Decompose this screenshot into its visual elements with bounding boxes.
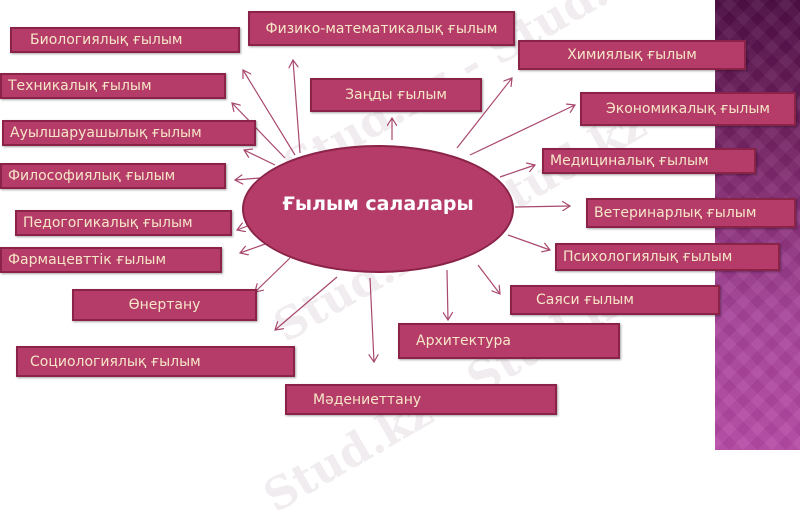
node-psychology: Психологиялық ғылым	[555, 243, 780, 271]
center-node-label: Ғылым салалары	[282, 193, 474, 215]
node-art-studies: Өнертану	[72, 289, 257, 321]
node-architecture: Архитектура	[398, 323, 620, 359]
node-veterinary: Ветеринарлық ғылым	[586, 198, 796, 228]
node-law: Заңды ғылым	[310, 78, 482, 112]
center-node-science-fields: Ғылым салалары	[242, 145, 514, 273]
node-pedagogy: Педогогикалық ғылым	[15, 210, 232, 236]
node-political: Саяси ғылым	[510, 285, 720, 315]
node-agriculture: Ауылшаруашылық ғылым	[2, 120, 256, 146]
node-physics-mathematics: Физико-математикалық ғылым	[248, 11, 515, 46]
node-biology: Биологиялық ғылым	[10, 27, 240, 53]
node-sociology: Социологиялық ғылым	[16, 346, 295, 377]
node-medicine: Медициналық ғылым	[542, 148, 756, 174]
node-culture-studies: Мәдениеттану	[285, 384, 557, 415]
node-philosophy: Философиялық ғылым	[0, 163, 226, 189]
node-economics: Экономикалық ғылым	[580, 92, 796, 126]
node-pharmacy: Фармацевттік ғылым	[0, 247, 222, 273]
connector-arrows	[0, 0, 800, 450]
node-chemistry: Химиялық ғылым	[518, 40, 746, 70]
node-technical: Техникалық ғылым	[0, 73, 226, 99]
